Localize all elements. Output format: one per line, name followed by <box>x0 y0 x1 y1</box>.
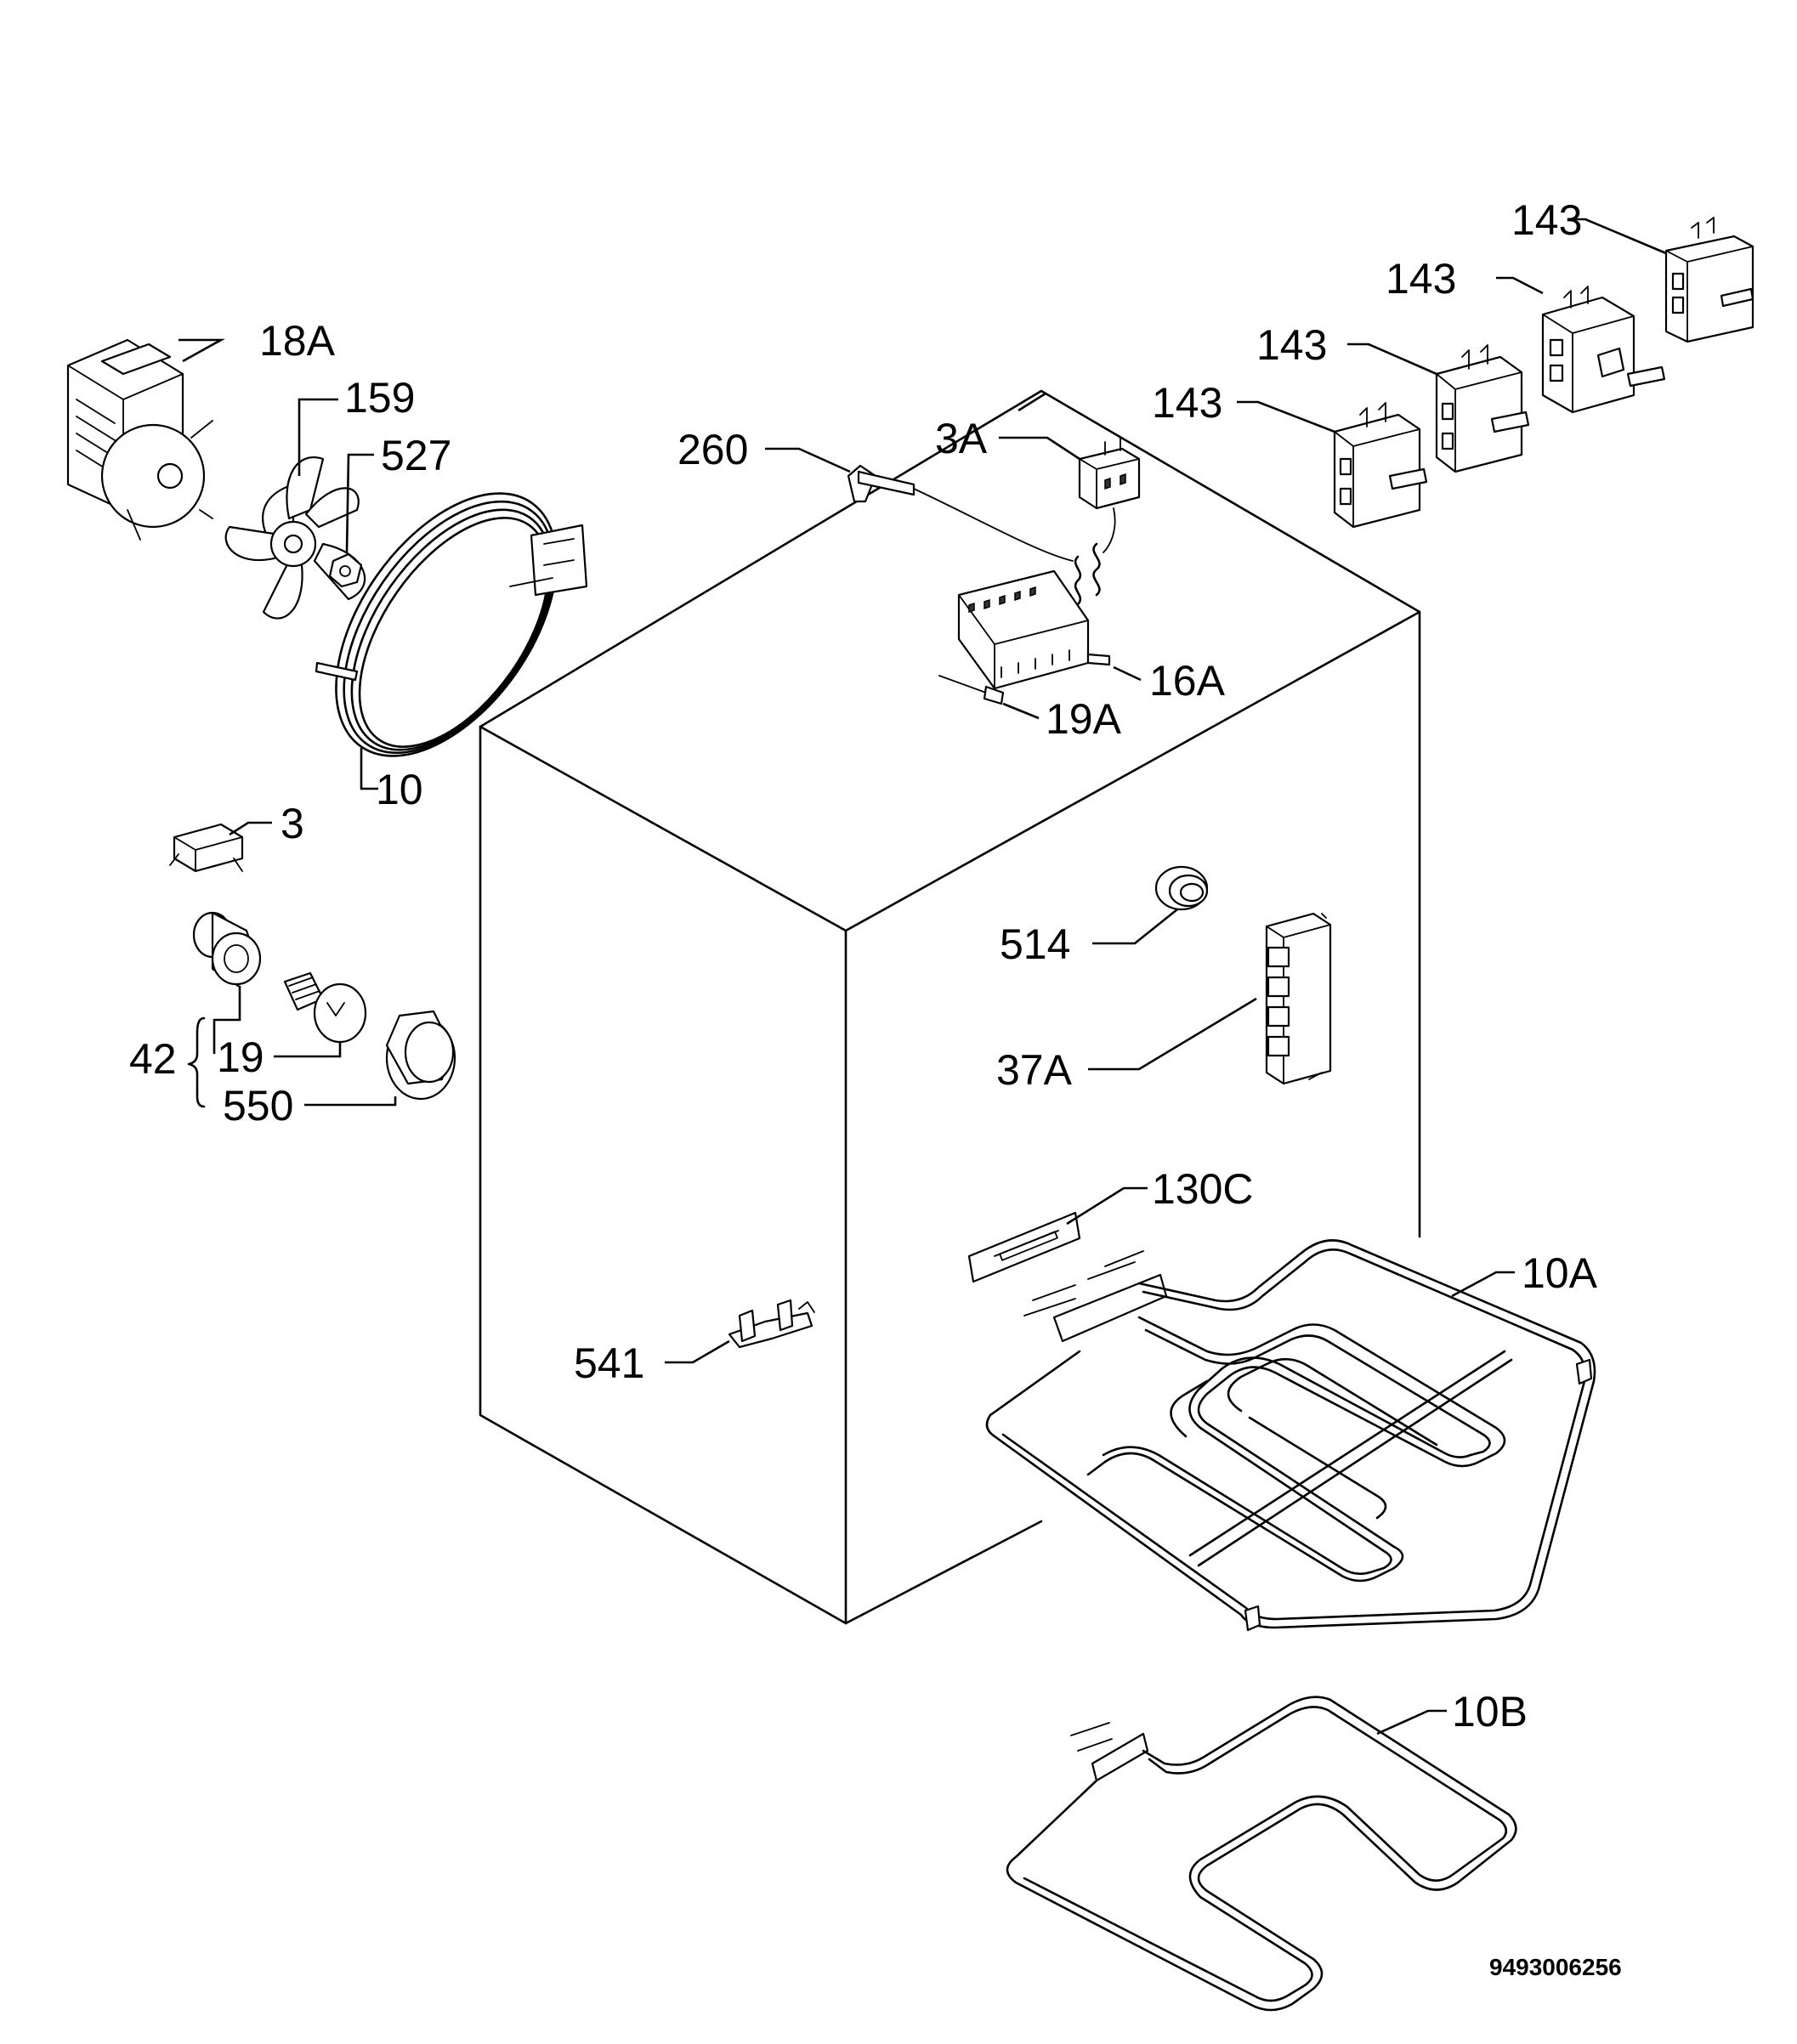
lamp-cover-550 <box>385 1010 456 1101</box>
label-130c: 130C <box>1152 1165 1254 1213</box>
oven-cabinet <box>479 389 1421 1625</box>
label-143-b: 143 <box>1386 255 1456 303</box>
part-labels: 143 143 143 143 18A 159 527 260 3A 16A 1… <box>129 196 1622 1980</box>
fan-blade-159 <box>224 456 366 620</box>
fan-motor-18a <box>66 338 213 541</box>
terminal-block-37a <box>1265 912 1332 1085</box>
reference-number: 9493006256 <box>1489 1954 1622 1980</box>
switch-143-d <box>1333 402 1428 529</box>
leader-lines <box>179 218 1667 1735</box>
label-260: 260 <box>677 426 748 473</box>
label-10: 10 <box>376 766 423 813</box>
label-10a: 10A <box>1522 1249 1598 1297</box>
label-143-d: 143 <box>1152 379 1222 427</box>
label-143-c: 143 <box>1256 321 1327 369</box>
label-3a: 3A <box>935 415 988 462</box>
label-527: 527 <box>381 432 451 479</box>
bottom-element-10b <box>1006 1696 1517 2012</box>
seal-plate-130c <box>967 1211 1081 1283</box>
switch-143-c <box>1435 344 1530 473</box>
label-541: 541 <box>574 1339 644 1387</box>
label-550: 550 <box>223 1082 293 1130</box>
switch-143-a <box>1664 217 1754 343</box>
grill-element-10a <box>985 1239 1596 1632</box>
cutout-3 <box>169 823 244 873</box>
grommet-514 <box>1154 865 1209 911</box>
lamp-bulb-19 <box>283 971 367 1044</box>
thermostat-3a <box>847 437 1141 606</box>
switch-143-b <box>1541 286 1666 414</box>
label-19: 19 <box>217 1033 264 1081</box>
label-10b: 10B <box>1452 1688 1528 1735</box>
catch-541 <box>728 1299 815 1349</box>
label-143-a: 143 <box>1511 196 1582 244</box>
label-19a: 19A <box>1046 695 1122 743</box>
label-159: 159 <box>344 374 415 422</box>
label-18a: 18A <box>259 317 336 365</box>
label-37a: 37A <box>996 1046 1073 1094</box>
selector-switch-16a <box>938 569 1111 705</box>
label-42: 42 <box>129 1035 177 1083</box>
lamp-holder-42 <box>192 911 262 988</box>
label-3: 3 <box>281 800 304 847</box>
circular-element-10 <box>315 492 588 757</box>
label-16a: 16A <box>1149 657 1226 705</box>
label-514: 514 <box>1000 920 1070 968</box>
